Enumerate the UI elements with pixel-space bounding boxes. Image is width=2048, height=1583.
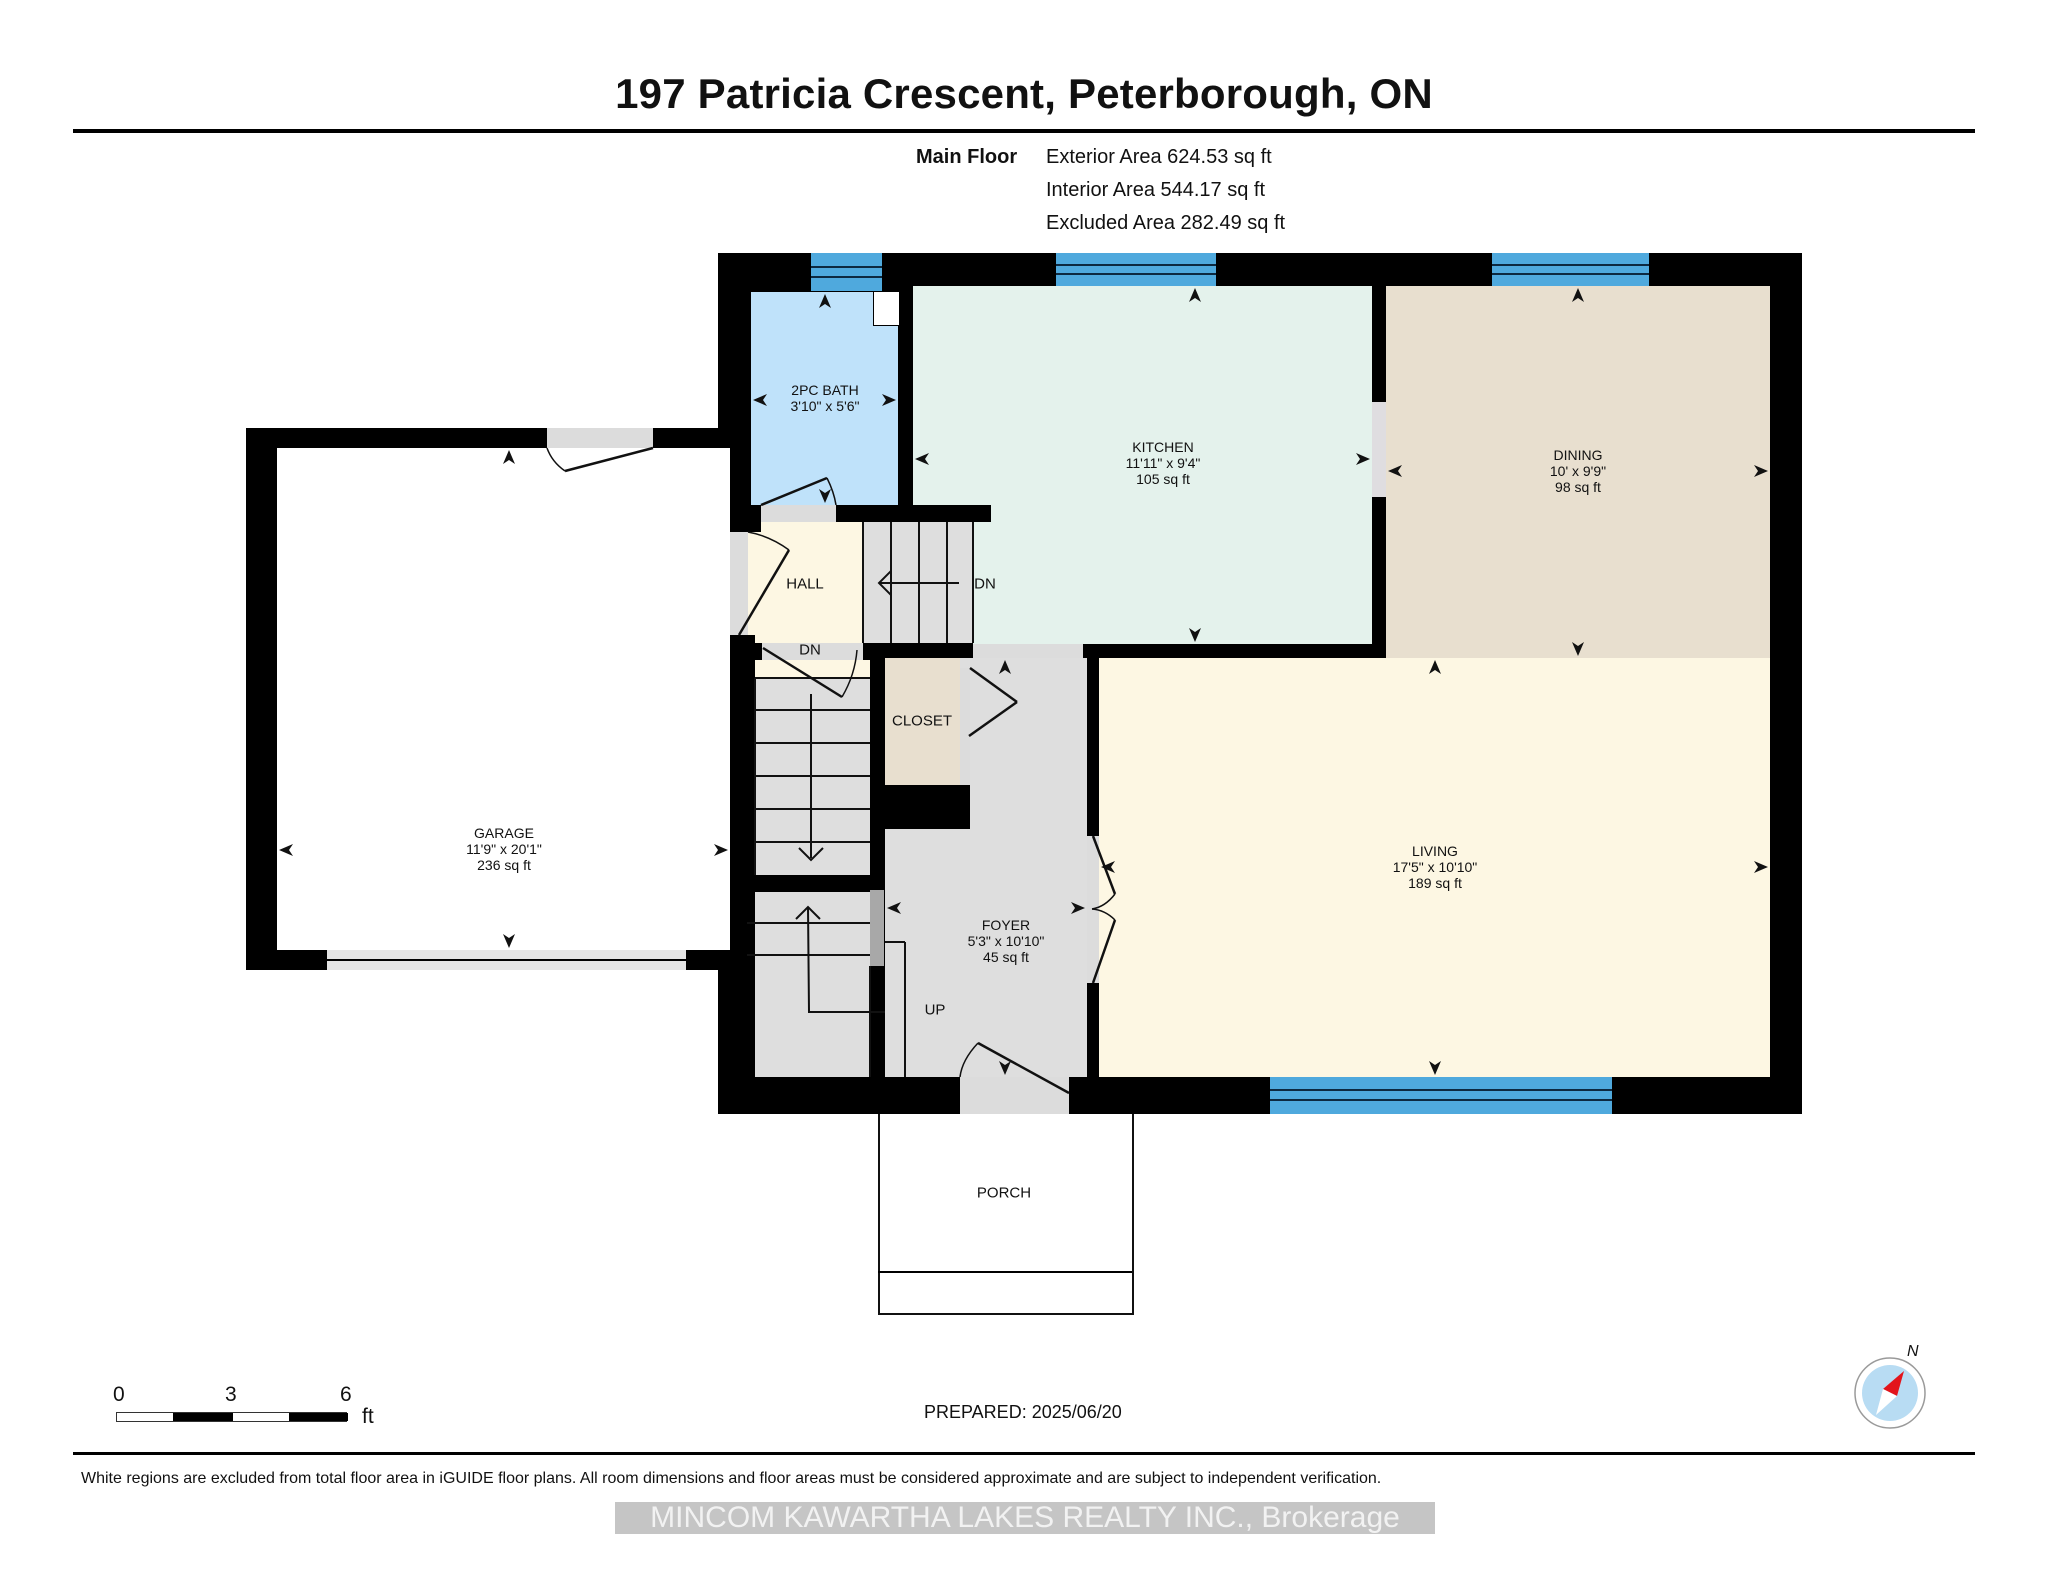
scale-tick-3: 3 (225, 1383, 237, 1406)
label-stairs-dn-upper: DN (974, 575, 996, 593)
living-name: LIVING (1412, 843, 1458, 859)
window-kitchen (1056, 253, 1216, 286)
label-living: LIVING 17'5" x 10'10" 189 sq ft (1393, 843, 1478, 891)
room-kitchen-lower (973, 505, 1083, 644)
scale-bar (116, 1412, 348, 1422)
room-living (1099, 658, 1770, 1077)
label-stairs-up: UP (924, 1001, 946, 1019)
label-porch: PORCH (976, 1184, 1032, 1202)
label-foyer: FOYER 5'3" x 10'10" 45 sq ft (968, 917, 1045, 965)
kitchen-dims: 11'11" x 9'4" (1125, 455, 1201, 471)
kitchen-name: KITCHEN (1132, 439, 1194, 455)
hall-landing (748, 660, 870, 678)
compass-north-label: N (1907, 1343, 1919, 1360)
scale-unit: ft (362, 1405, 374, 1428)
label-hall: HALL (786, 575, 824, 593)
window-bath (811, 253, 882, 291)
scale-tick-6: 6 (340, 1383, 352, 1406)
room-hall (748, 522, 863, 643)
scale-tick-0: 0 (113, 1383, 125, 1406)
closet-left-wall (870, 643, 885, 893)
garage-name: GARAGE (474, 825, 534, 841)
label-kitchen: KITCHEN 11'11" x 9'4" 105 sq ft (1126, 439, 1201, 487)
interior-area: Interior Area 544.17 sq ft (1046, 179, 1266, 201)
garage-dims: 11'9" x 20'1" (466, 841, 542, 857)
page-title: 197 Patricia Crescent, Peterborough, ON (615, 70, 1433, 117)
stair-rail (870, 890, 884, 966)
dining-name: DINING (1553, 447, 1603, 463)
compass-icon (1853, 1356, 1927, 1430)
wall-lower-left (730, 1077, 760, 1114)
room-garage (277, 448, 730, 950)
opening-kitchen-dining (1372, 402, 1386, 497)
brokerage-watermark: MINCOM KAWARTHA LAKES REALTY INC., Broke… (615, 1502, 1435, 1534)
opening-bath-door[interactable] (761, 505, 836, 522)
stairs-mid-wall (747, 875, 885, 892)
room-closet (885, 658, 960, 785)
foyer-name: FOYER (981, 917, 1031, 933)
opening-garage-door-upper[interactable] (547, 428, 653, 448)
label-closet: CLOSET (891, 712, 953, 730)
opening-hall-landing (762, 643, 863, 660)
foyer-dims: 5'3" x 10'10" (967, 933, 1045, 949)
closet-top-wall (863, 643, 973, 658)
dining-area: 98 sq ft (1555, 479, 1601, 495)
footer-divider (73, 1452, 1975, 1455)
header-divider (73, 129, 1975, 133)
wall-kitchen-living (1083, 644, 1386, 658)
exterior-area: Exterior Area 624.53 sq ft (1046, 146, 1272, 168)
opening-closet-door[interactable] (960, 668, 970, 785)
room-dining (1386, 286, 1770, 658)
compass-graphic (1854, 1357, 1926, 1429)
label-stairs-dn-landing: DN (799, 641, 821, 659)
living-dims: 17'5" x 10'10" (1392, 859, 1478, 875)
prepared-date: PREPARED: 2025/06/20 (924, 1402, 1122, 1422)
bath-name: 2PC BATH (791, 382, 859, 398)
wall-hall-left-upper (730, 505, 761, 532)
foyer-area: 45 sq ft (983, 949, 1029, 965)
living-area: 189 sq ft (1408, 875, 1462, 891)
label-garage: GARAGE 11'9" x 20'1" 236 sq ft (466, 825, 542, 873)
opening-kitchen-foyer (973, 644, 1083, 658)
bath-dims: 3'10" x 5'6" (790, 398, 860, 414)
closet-wall-block (870, 785, 970, 829)
label-dining: DINING 10' x 9'9" 98 sq ft (1550, 447, 1606, 495)
excluded-area: Excluded Area 282.49 sq ft (1046, 212, 1286, 234)
window-living (1270, 1077, 1612, 1114)
kitchen-area: 105 sq ft (1136, 471, 1190, 487)
opening-hall-garage-door[interactable] (730, 532, 748, 635)
bath-fixture (873, 292, 899, 326)
dining-dims: 10' x 9'9" (1549, 463, 1607, 479)
porch-step-line (878, 1271, 1132, 1273)
wall-hall-left-lower (730, 635, 755, 1077)
room-bath (751, 292, 898, 505)
garage-door-line (327, 959, 686, 961)
label-bath: 2PC BATH 3'10" x 5'6" (791, 382, 860, 414)
window-dining (1492, 253, 1649, 286)
room-porch (878, 1114, 1134, 1315)
floor-label: Main Floor (916, 146, 1018, 168)
disclaimer-text: White regions are excluded from total fl… (81, 1470, 1382, 1487)
scale-seg-1 (173, 1413, 233, 1421)
scale-seg-3 (289, 1413, 348, 1421)
garage-area: 236 sq ft (477, 857, 531, 873)
wall-bath-bottom (836, 505, 991, 522)
